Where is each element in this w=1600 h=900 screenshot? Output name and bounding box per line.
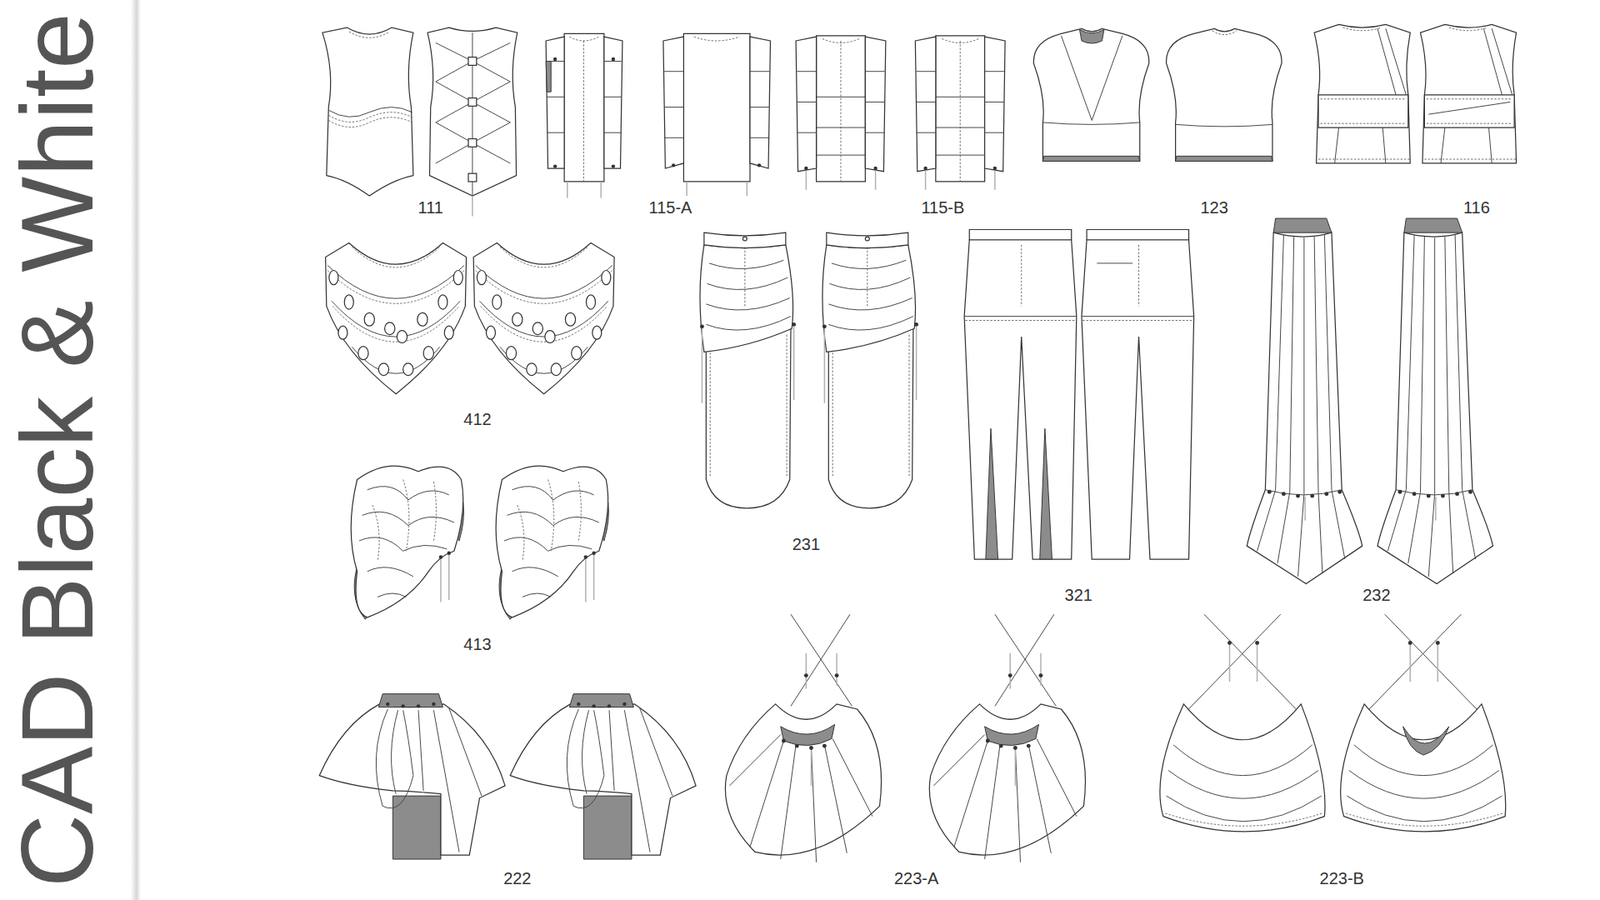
sketch-line (1403, 726, 1450, 755)
sketch-line (1246, 218, 1362, 584)
sketch-line (1096, 262, 1133, 264)
sketch-line (604, 36, 623, 169)
sketch-line (611, 57, 615, 61)
sketch-line (546, 60, 621, 133)
style-number: 111 (418, 198, 444, 217)
sketch-line (985, 428, 1053, 560)
sketch-line (929, 614, 1085, 863)
sketch-line (1428, 101, 1510, 115)
sketch-line (1160, 614, 1325, 832)
style-number: 222 (503, 869, 531, 888)
sketch-line (725, 614, 881, 863)
sketch-line (671, 163, 761, 167)
sketch-line (1212, 30, 1237, 35)
sketch-line (1175, 155, 1273, 161)
sketch-line (757, 163, 761, 167)
sketch-line (750, 36, 770, 169)
sketch-line (1033, 28, 1149, 161)
style-116 (1314, 24, 1516, 164)
style-number: 115-B (920, 198, 965, 217)
sketch-line (427, 27, 518, 196)
sheet-title: CAD Black & White (7, 12, 110, 888)
style-number: 412 (463, 410, 491, 429)
style-222 (319, 694, 696, 860)
sketch-line (553, 164, 557, 168)
style-number: 413 (463, 635, 491, 654)
sketch-line (468, 57, 477, 66)
sketch-line (322, 27, 414, 196)
style-number: 223-A (894, 869, 939, 888)
sketch-line (564, 33, 605, 182)
sketch-line (495, 465, 609, 620)
style-number: 232 (1362, 585, 1390, 605)
sketch-line (1420, 24, 1516, 164)
style-number: 115-A (649, 198, 693, 217)
sketch-line (1340, 614, 1506, 832)
sketch-line (328, 112, 412, 123)
sketch-line (545, 60, 551, 92)
sketch-line (1042, 122, 1140, 125)
sketch-line (1080, 30, 1105, 45)
style-123 (1033, 28, 1282, 161)
sketch-line (964, 230, 1077, 560)
sketch-line (700, 232, 796, 509)
sketch-line (350, 465, 464, 620)
style-115a (545, 33, 770, 198)
sketch-line (822, 232, 919, 509)
sketch-line (664, 71, 770, 139)
sketch-line (1081, 230, 1195, 560)
page-shadow (130, 0, 141, 900)
sketch-line (553, 57, 615, 169)
style-111 (322, 27, 518, 217)
style-number: 116 (1463, 198, 1490, 217)
style-223a (725, 614, 1085, 863)
sketch-line (468, 57, 477, 182)
sketch-line (611, 164, 615, 168)
sketch-line (349, 31, 390, 38)
sketch-line (325, 242, 467, 394)
sketch-line (663, 36, 684, 169)
sketch-line (1042, 155, 1140, 161)
sketch-line (471, 195, 473, 216)
sketch-line (473, 242, 615, 394)
sketch-line (915, 35, 1005, 190)
style-223b (1160, 614, 1506, 832)
sketch-line (510, 694, 696, 860)
sketch-line (468, 98, 477, 107)
style-231 (700, 232, 919, 509)
style-number: 231 (792, 535, 820, 554)
style-412 (325, 242, 615, 394)
sketch-line (545, 36, 565, 169)
sketch-line (553, 57, 557, 61)
sketch-line (671, 163, 675, 167)
sketch-line (328, 117, 412, 128)
sketch-line (328, 107, 412, 118)
sketch-line (694, 36, 740, 41)
style-321 (964, 230, 1195, 560)
style-number: 123 (1200, 198, 1228, 217)
sketch-line (1175, 124, 1273, 126)
style-115b (795, 35, 1005, 190)
sketch-line (1060, 35, 1122, 121)
sketch-line (1166, 28, 1282, 161)
sketch-line (683, 33, 750, 182)
sketch-line (1377, 218, 1493, 584)
style-number: 223-B (1320, 869, 1365, 888)
sketch-line (567, 181, 601, 199)
sketch-line (686, 181, 747, 196)
style-number: 321 (1065, 585, 1093, 605)
sketch-line (1314, 24, 1410, 164)
sketch-line (435, 42, 510, 163)
style-232 (1246, 218, 1493, 584)
sketch-line (569, 36, 600, 182)
style-413 (350, 465, 609, 620)
sketch-line (795, 35, 886, 190)
sketch-line (319, 694, 505, 860)
sketch-line (468, 173, 477, 182)
sketch-line (468, 139, 477, 148)
